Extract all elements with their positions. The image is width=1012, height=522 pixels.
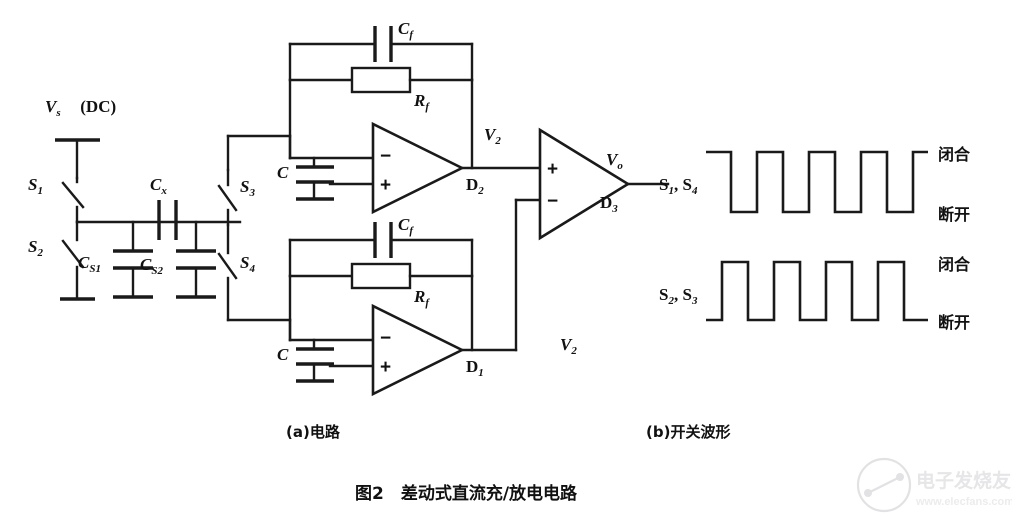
switch-s1[interactable] [61,176,85,224]
source-label: Vs (DC) [45,97,116,119]
opamp-d1 [371,303,465,397]
capacitor-c-top [296,156,334,201]
waveform-s2-s3-high-label: 闭合 [938,255,971,274]
watermark: 电子发烧友 www.elecfans.com [856,457,1012,513]
capacitor-c-bottom [296,338,334,383]
switch-s3-label: S3 [240,177,255,199]
waveform-s2-s3-low-label: 断开 [938,313,970,332]
node-v2-bottom-label: V2 [560,335,577,357]
resistor-rf-top [288,66,474,94]
waveform-s1-s4-high-label: 闭合 [938,145,971,164]
caption-a: (a)电路 [286,423,341,441]
switch-s3[interactable] [217,168,238,227]
switch-s1-label: S1 [28,175,43,197]
capacitor-cs2-label: CS2 [140,255,163,277]
watermark-url: www.elecfans.com [915,496,1012,508]
opamp-d1-inverting-net [288,274,375,342]
opamp-d3-plus-sign: + [547,159,558,180]
opamp-d3 [538,127,631,241]
watermark-brand: 电子发烧友 [916,469,1011,492]
switch-s2[interactable] [60,220,95,301]
node-v2-bottom-net [460,198,542,352]
figure-title: 图2 差动式直流充/放电电路 [355,483,578,504]
opamp-d2-inverting-net [288,78,375,160]
waveform-trace-s1-s4 [706,150,928,214]
resistor-rf-top-label: Rf [413,91,430,113]
node-v2-top-label: V2 [484,125,501,147]
opamp-d3-label: D3 [600,193,618,215]
capacitor-c-bottom-label: C [277,345,289,364]
resistor-rf-bottom [288,262,474,290]
switch-s4-label: S4 [240,253,255,275]
capacitor-cs1-label: CS1 [78,253,101,275]
lower-branch-bus [226,318,292,342]
switch-s4[interactable] [217,223,238,322]
opamp-d1-plus-sign: + [380,357,391,378]
capacitor-c-top-label: C [277,163,289,182]
dc-source-symbol [55,138,100,180]
capacitor-cs2 [176,220,216,299]
opamp-d2 [371,121,465,215]
capacitor-cx [157,200,178,240]
waveform-trace-s1-s4-label: S1, S4 [659,175,698,197]
capacitor-cf-top [288,26,474,82]
node-v2-top-net [460,78,542,170]
opamp-d2-plus-sign: + [380,175,391,196]
opamp-d2-minus-sign: − [380,146,391,167]
capacitor-cf-bottom-label: Cf [398,215,414,237]
node-vo-label: Vo [606,150,623,172]
capacitor-cf-top-label: Cf [398,19,414,41]
opamp-d1-minus-sign: − [380,328,391,349]
waveform-s1-s4-low-label: 断开 [938,205,970,224]
resistor-rf-bottom-label: Rf [413,287,430,309]
switch-s2-label: S2 [28,237,43,259]
waveform-trace-s2-s3 [706,260,928,322]
capacitor-cx-label: Cx [150,175,167,197]
opamp-d1-label: D1 [466,357,484,379]
caption-b: (b)开关波形 [646,423,730,441]
opamp-d3-minus-sign: − [547,191,558,212]
capacitor-cs1 [113,220,153,299]
capacitor-cf-bottom [288,222,474,278]
waveform-trace-s2-s3-label: S2, S3 [659,285,698,307]
opamp-d2-label: D2 [466,175,484,197]
